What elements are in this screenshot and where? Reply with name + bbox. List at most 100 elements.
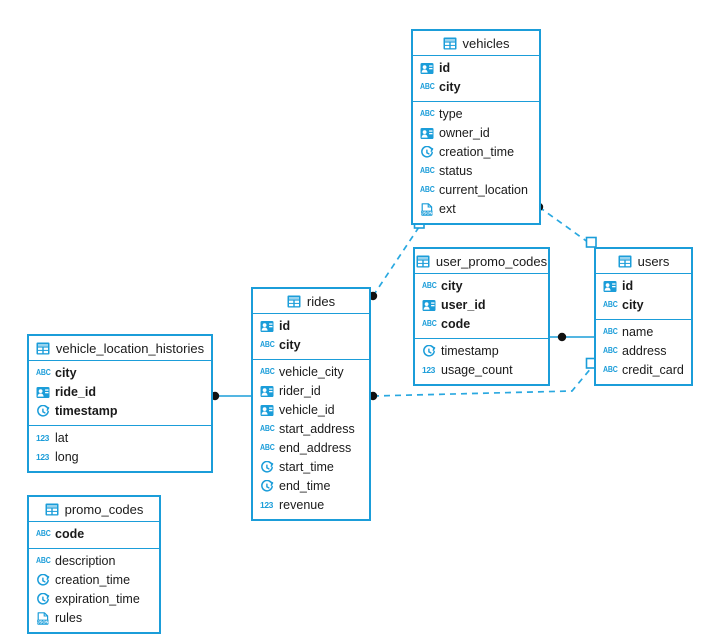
abc-text-icon: ABC [260, 341, 275, 350]
primary-key-field-id[interactable]: id [253, 317, 369, 336]
column-field-owner_id[interactable]: owner_id [413, 124, 539, 143]
field-name: city [441, 279, 463, 294]
primary-key-field-timestamp[interactable]: timestamp [29, 402, 211, 421]
clock-icon [422, 345, 436, 358]
entity-title-text: users [637, 253, 670, 269]
column-field-expiration_time[interactable]: expiration_time [29, 590, 159, 609]
column-field-type[interactable]: ABC type [413, 105, 539, 124]
column-field-vehicle_id[interactable]: vehicle_id [253, 401, 369, 420]
primary-key-field-ride_id[interactable]: ride_id [29, 383, 211, 402]
field-name: owner_id [439, 126, 490, 141]
id-badge-icon [420, 62, 434, 75]
abc-text-icon: ABC [603, 301, 618, 310]
table-icon [287, 295, 301, 308]
entity-title-promo_codes[interactable]: promo_codes [29, 497, 159, 522]
column-field-timestamp[interactable]: timestamp [415, 342, 548, 361]
field-name: revenue [279, 498, 325, 513]
entity-title-rides[interactable]: rides [253, 289, 369, 314]
field-name: usage_count [441, 363, 513, 378]
field-name: id [622, 279, 634, 294]
id-badge-icon [36, 386, 50, 399]
field-name: start_time [279, 460, 334, 475]
clock-icon [260, 461, 274, 474]
field-name: rider_id [279, 384, 321, 399]
column-field-creation_time[interactable]: creation_time [413, 143, 539, 162]
table-icon [45, 503, 59, 516]
column-field-rider_id[interactable]: rider_id [253, 382, 369, 401]
field-name: vehicle_id [279, 403, 335, 418]
primary-key-field-city[interactable]: ABC city [596, 296, 691, 315]
field-name: start_address [279, 422, 355, 437]
primary-key-field-id[interactable]: id [413, 59, 539, 78]
field-name: ext [439, 202, 456, 217]
primary-key-field-id[interactable]: id [596, 277, 691, 296]
column-field-current_location[interactable]: ABC current_location [413, 181, 539, 200]
column-field-usage_count[interactable]: 123 usage_count [415, 361, 548, 380]
field-name: type [439, 107, 463, 122]
field-name: current_location [439, 183, 528, 198]
column-field-ext[interactable]: JSON ext [413, 200, 539, 219]
field-name: creation_time [55, 573, 131, 588]
entity-title-user_promo_codes[interactable]: user_promo_codes [415, 249, 548, 274]
json-file-icon: JSON [420, 203, 434, 216]
clock-icon [36, 574, 50, 587]
id-badge-icon [260, 385, 274, 398]
abc-text-icon: ABC [36, 530, 51, 539]
field-name: creation_time [439, 145, 515, 160]
field-name: city [622, 298, 644, 313]
abc-text-icon: ABC [603, 347, 618, 356]
field-name: credit_card [622, 363, 684, 378]
entity-title-vehicle_location_histories[interactable]: vehicle_location_histories [29, 336, 211, 361]
abc-text-icon: ABC [260, 368, 275, 377]
entity-title-users[interactable]: users [596, 249, 691, 274]
123-number-icon: 123 [422, 365, 435, 375]
abc-text-icon: ABC [420, 110, 435, 119]
edge-upc-users [550, 332, 594, 342]
abc-text-icon: ABC [420, 83, 435, 92]
id-badge-icon [603, 280, 617, 293]
field-name: description [55, 554, 116, 569]
clock-icon [420, 146, 434, 159]
column-field-start_time[interactable]: start_time [253, 458, 369, 477]
entity-title-vehicles[interactable]: vehicles [413, 31, 539, 56]
column-field-end_time[interactable]: end_time [253, 477, 369, 496]
column-field-creation_time[interactable]: creation_time [29, 571, 159, 590]
abc-text-icon: ABC [603, 328, 618, 337]
entity-title-text: vehicle_location_histories [55, 340, 205, 356]
id-badge-icon [260, 320, 274, 333]
123-number-icon: 123 [36, 452, 49, 462]
field-name: lat [55, 431, 69, 446]
primary-key-field-user_id[interactable]: user_id [415, 296, 548, 315]
abc-text-icon: ABC [420, 186, 435, 195]
